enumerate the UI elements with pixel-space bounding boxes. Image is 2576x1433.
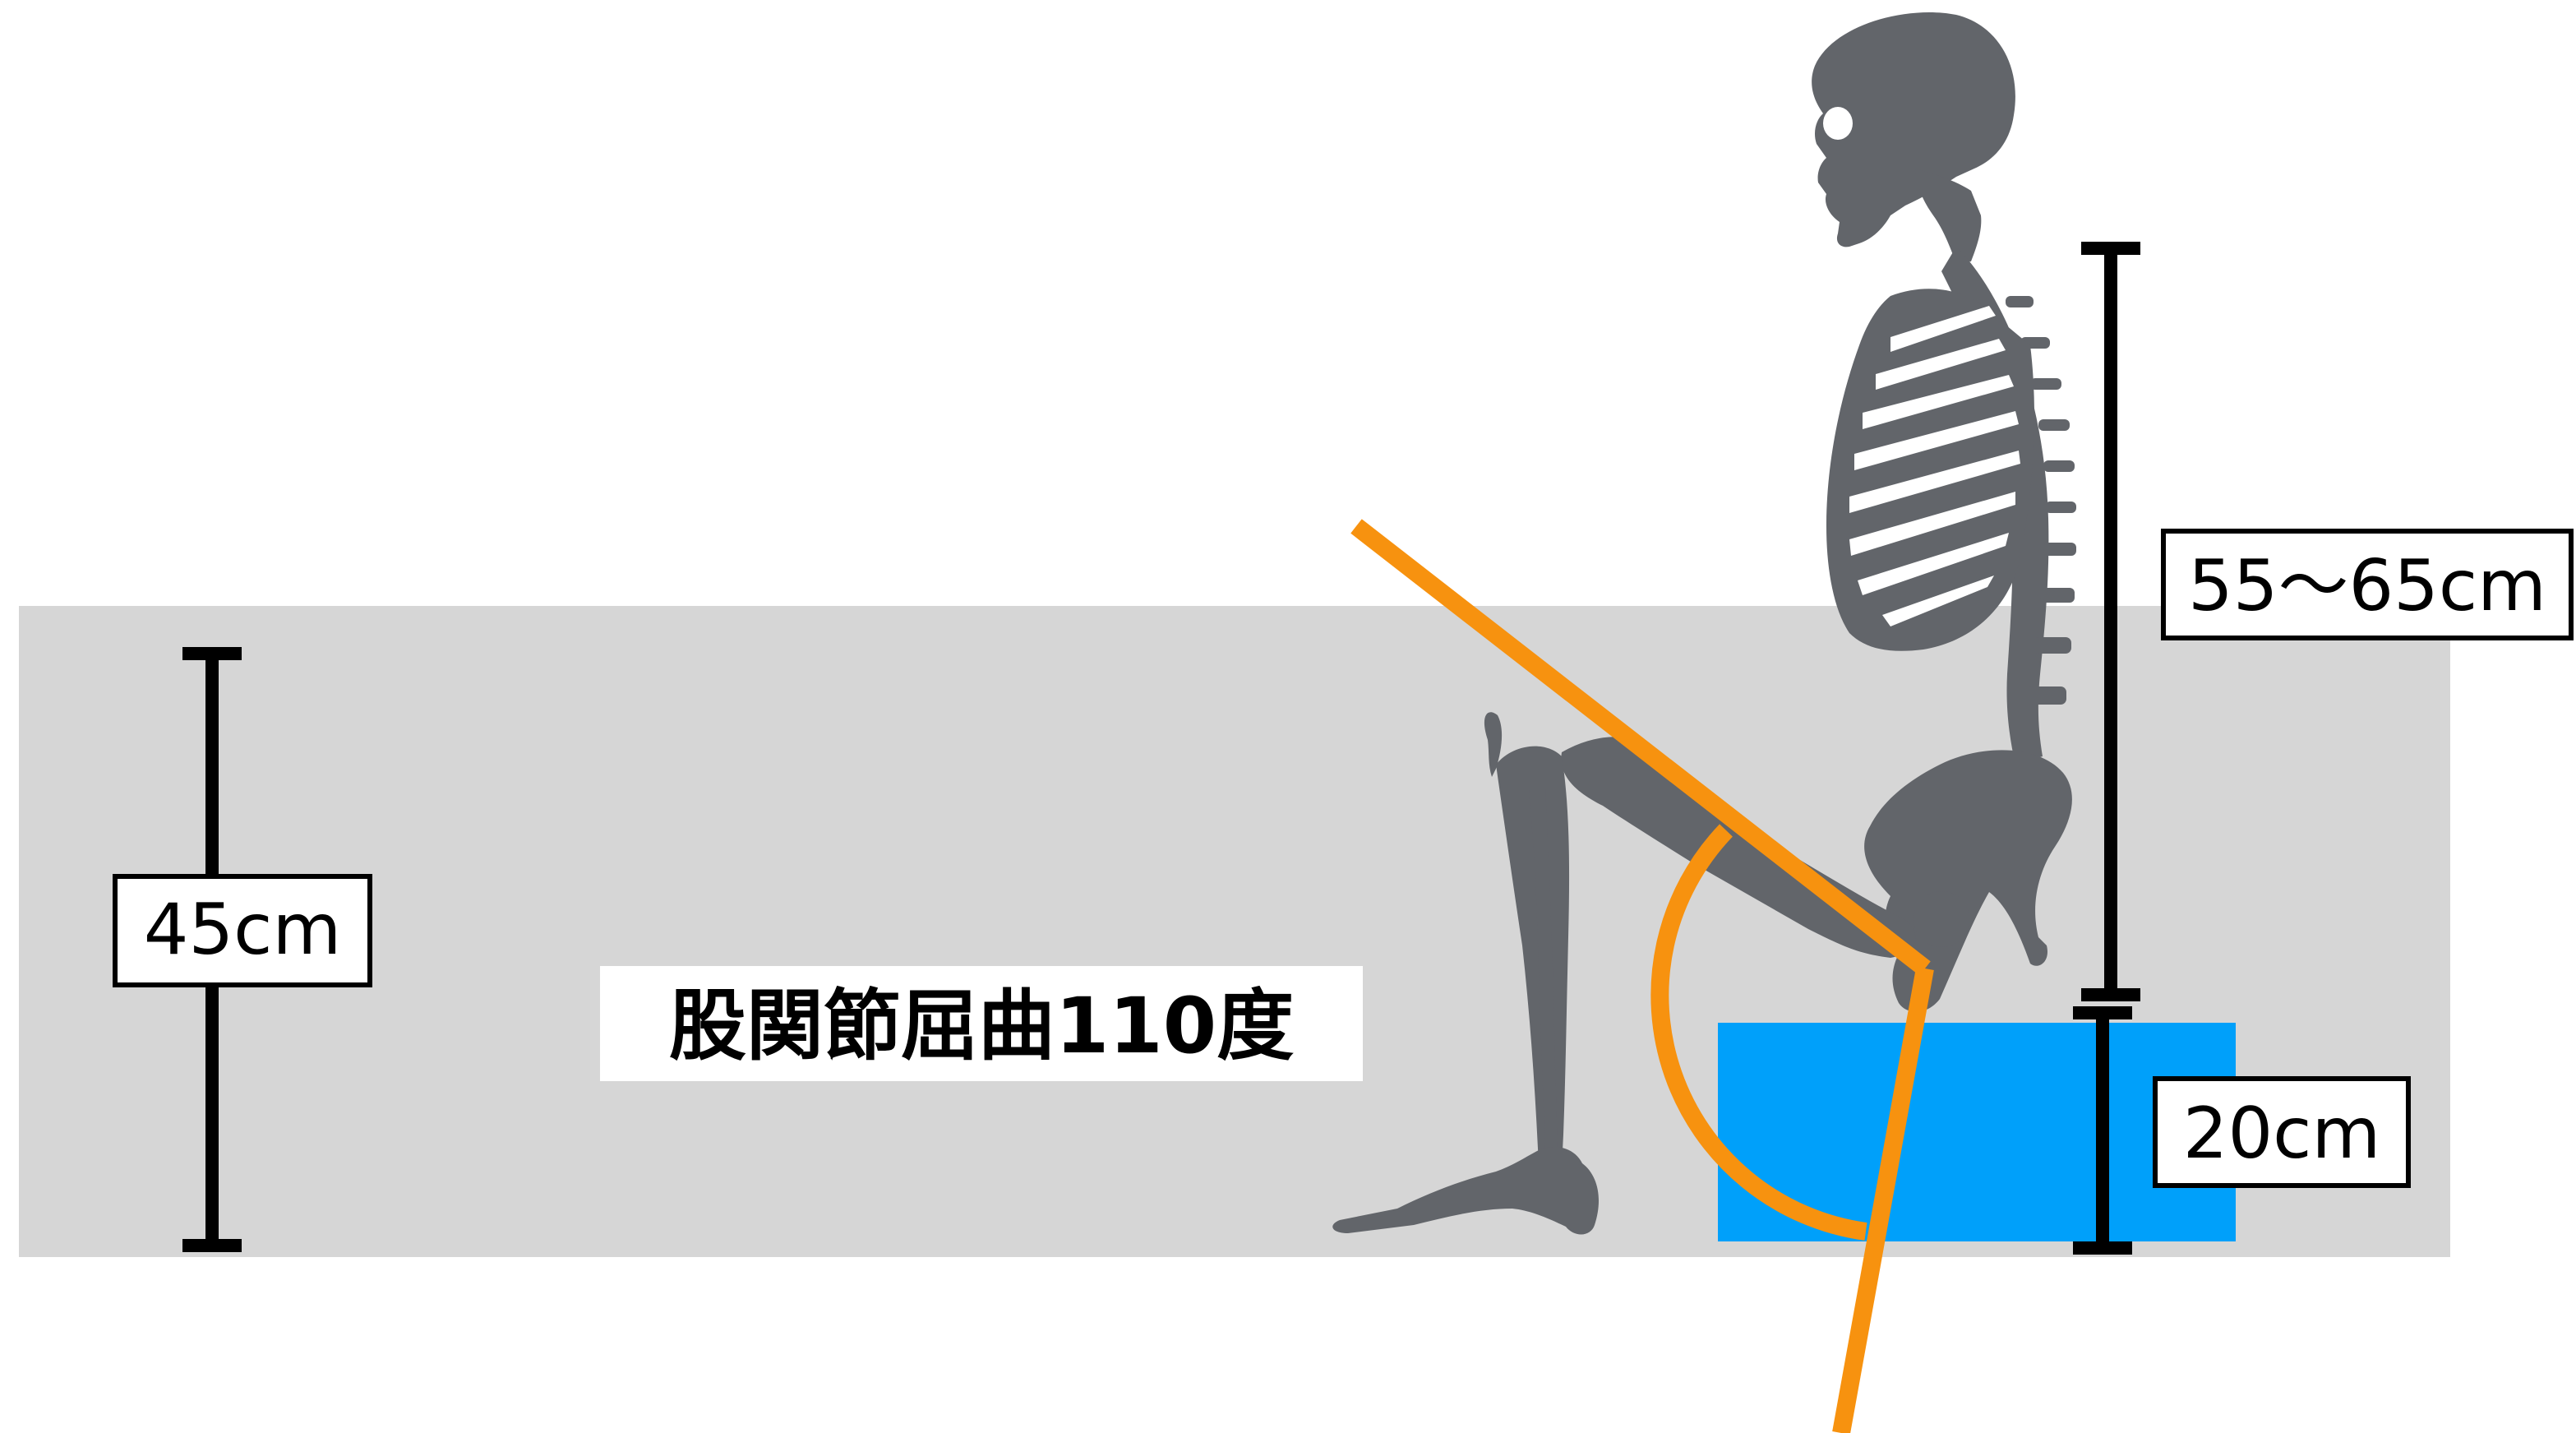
hip-joint — [1914, 891, 1969, 947]
trunk-height-dimension — [2081, 242, 2140, 1001]
rib-gaps — [1849, 306, 2020, 626]
angle-line-thigh — [1350, 519, 1931, 976]
fibula — [1529, 789, 1558, 1153]
foot — [1332, 1147, 1599, 1235]
angle-arc — [1650, 824, 1867, 1241]
patella — [1484, 712, 1503, 777]
skeleton-figure — [1332, 12, 2076, 1235]
stool-height-dimension — [2073, 1006, 2132, 1255]
spinous-processes — [2006, 296, 2076, 705]
eye-socket — [1823, 107, 1853, 140]
label-box-20cm — [2153, 1076, 2411, 1188]
pelvis — [1864, 750, 2072, 1012]
label-45cm: 45cm — [144, 889, 342, 971]
label-box-45cm — [113, 874, 372, 987]
skull — [1812, 12, 2015, 247]
hip-angle-indicator — [1350, 519, 1934, 1433]
label-55-65cm: 55〜65cm — [2188, 545, 2546, 627]
label-box-hip-angle — [600, 966, 1363, 1081]
label-box-55-65cm — [2161, 529, 2574, 640]
angle-line-trunk — [1832, 967, 1934, 1433]
label-20cm: 20cm — [2183, 1093, 2381, 1175]
label-hip-angle: 股関節屈曲110度 — [669, 982, 1294, 1071]
cervical-spine — [1915, 169, 1982, 263]
